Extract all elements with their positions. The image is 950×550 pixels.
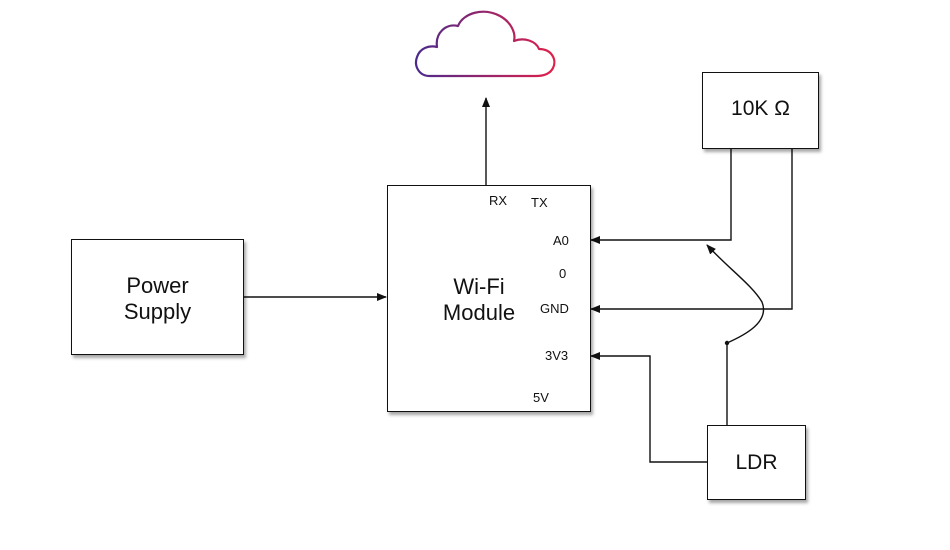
power-supply-block: Power Supply — [71, 239, 244, 355]
wire-junction-dot — [724, 340, 730, 346]
ldr-block: LDR — [707, 425, 806, 500]
pin-gnd-label: GND — [540, 301, 569, 316]
ldr-to-3v3-wire — [590, 352, 707, 463]
wifi-module-label-line1: Wi-Fi — [453, 274, 505, 299]
wifi-module-label-line2: Module — [442, 300, 516, 325]
resistor-label: 10K Ω — [731, 97, 790, 120]
pin-0-label: 0 — [559, 266, 567, 281]
pin-5v-label: 5V — [533, 390, 549, 405]
pin-rx-label: RX — [489, 193, 508, 208]
pin-3v3-label: 3V3 — [545, 348, 569, 363]
ldr-to-a0-wire — [706, 244, 765, 425]
cloud-icon — [414, 10, 556, 78]
wifi-module-block: Wi-Fi Module — [387, 185, 591, 412]
pin-a0-label: A0 — [553, 233, 569, 248]
power-supply-label-line1: Power — [126, 273, 189, 298]
resistor-to-a0-wire — [590, 149, 732, 244]
ldr-label: LDR — [735, 451, 778, 474]
power-supply-label-line2: Supply — [123, 299, 192, 324]
resistor-to-gnd-wire — [590, 149, 793, 313]
pin-tx-label: TX — [531, 195, 548, 210]
resistor-block: 10K Ω — [702, 72, 819, 149]
